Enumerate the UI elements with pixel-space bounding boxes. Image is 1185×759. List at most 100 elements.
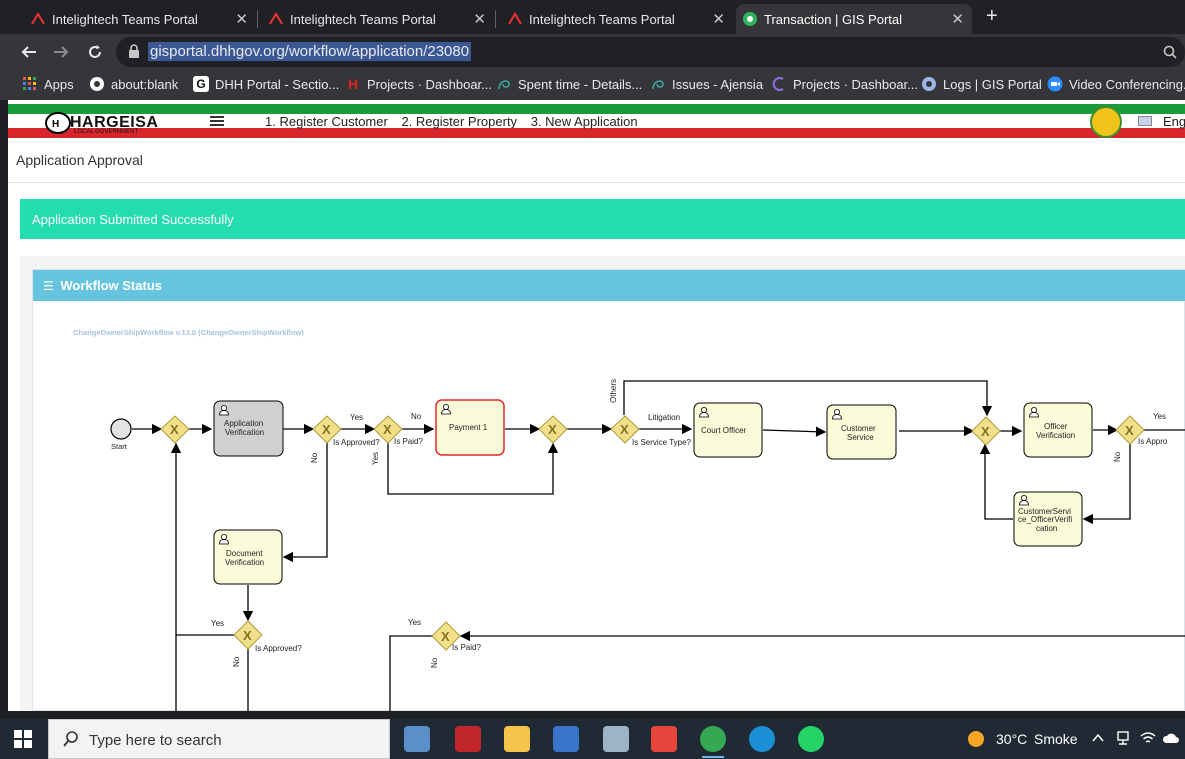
zoom-magnifier-icon[interactable] [1163, 45, 1177, 59]
start-event[interactable] [110, 418, 132, 440]
task-payment-active[interactable]: Payment 1 [435, 399, 505, 456]
store-app-icon[interactable] [553, 726, 579, 752]
task-label: Payment 1 [449, 423, 488, 432]
site-logo[interactable]: H HARGEISA LOCAL GOVERNMENT [44, 111, 158, 135]
sequence-flows [132, 380, 1185, 711]
divider [8, 182, 1185, 183]
teams-portal-favicon [508, 12, 522, 25]
bookmark-projects-1[interactable]: H Projects · Dashboar... [345, 76, 492, 92]
tab-close-icon[interactable]: ✕ [951, 11, 964, 28]
step-register-property[interactable]: 2. Register Property [401, 114, 518, 129]
wifi-icon[interactable] [1140, 731, 1156, 745]
back-arrow-icon[interactable] [20, 43, 38, 61]
url-text[interactable]: gisportal.dhhgov.org/workflow/applicatio… [148, 42, 472, 61]
weather-sun-icon[interactable] [966, 729, 986, 749]
chevron-up-icon[interactable] [1092, 733, 1104, 743]
bookmark-spent-time[interactable]: Spent time - Details... [496, 76, 642, 92]
exclusive-gateway[interactable]: X [312, 415, 342, 444]
task-label: Verification [225, 558, 264, 567]
weather-temperature[interactable]: 30°C [996, 731, 1028, 747]
browser-tab-active[interactable]: Transaction | GIS Portal ✕ [736, 4, 972, 34]
gateway-shapes: X X X X X [160, 415, 1145, 651]
exclusive-gateway[interactable]: X [233, 620, 263, 650]
task-officer-verification[interactable]: Officer Verification [1023, 402, 1093, 458]
task-customer-service-officer-verification[interactable]: CustomerServi ce_OfficerVerifi cation [1013, 491, 1083, 547]
network-icon[interactable] [1116, 730, 1130, 746]
cloud-icon[interactable] [1162, 731, 1180, 745]
task-label: Service [847, 433, 874, 442]
svg-text:X: X [981, 424, 990, 439]
workflow-status-panel: ☰ Workflow Status ChangeOwnerShipWorkflo… [32, 269, 1185, 711]
exclusive-gateway[interactable]: X [610, 415, 640, 444]
uk-flag-icon[interactable] [1138, 116, 1152, 126]
g-logo-icon: G [193, 76, 209, 92]
tab-close-icon[interactable]: ✕ [235, 11, 248, 28]
forward-arrow-icon[interactable] [52, 43, 70, 61]
bookmark-about-blank[interactable]: about:blank [89, 76, 178, 92]
task-customer-service[interactable]: Customer Service [826, 404, 897, 460]
exclusive-gateway[interactable]: X [538, 415, 568, 444]
anydesk-icon[interactable] [651, 726, 677, 752]
bookmark-projects-2[interactable]: Projects · Dashboar... [771, 76, 918, 92]
new-tab-icon[interactable]: + [986, 5, 998, 27]
flow-label-is-approved: Is Approved? [255, 644, 302, 653]
task-label: Verification [225, 428, 264, 437]
reload-icon[interactable] [86, 43, 104, 61]
language-selector[interactable]: Eng [1163, 114, 1185, 129]
bookmarks-bar: Apps about:blank G DHH Portal - Sectio..… [0, 70, 1185, 100]
notes-app-icon[interactable] [404, 726, 430, 752]
bookmark-dhh-portal[interactable]: G DHH Portal - Sectio... [193, 76, 339, 92]
flow-label-no: No [430, 657, 439, 668]
exclusive-gateway[interactable]: X [160, 415, 190, 444]
step-register-customer[interactable]: 1. Register Customer [265, 114, 388, 129]
browser-tab-2[interactable]: Intelightech Teams Portal ✕ [262, 4, 494, 34]
teams-portal-favicon [269, 12, 283, 25]
snipping-tool-icon[interactable] [603, 726, 629, 752]
flow-label-is-approved: Is Approved? [333, 438, 380, 447]
task-application-verification[interactable]: Application Verification [213, 400, 284, 457]
edge-icon[interactable] [749, 726, 775, 752]
bookmark-label: Projects · Dashboar... [793, 76, 918, 92]
weather-condition[interactable]: Smoke [1034, 731, 1078, 747]
tab-separator [257, 10, 258, 28]
file-explorer-icon[interactable] [504, 726, 530, 752]
address-bar[interactable]: gisportal.dhhgov.org/workflow/applicatio… [116, 37, 1185, 67]
exclusive-gateway[interactable]: X [373, 415, 403, 444]
bookmark-apps[interactable]: Apps [22, 76, 74, 92]
taskbar-search-box[interactable]: Type here to search [48, 719, 390, 759]
exclusive-gateway[interactable]: X [971, 416, 1001, 446]
exclusive-gateway[interactable]: X [1115, 415, 1145, 445]
web-page: H HARGEISA LOCAL GOVERNMENT 1. Register … [8, 100, 1185, 711]
task-label: Application [224, 419, 263, 428]
search-placeholder: Type here to search [89, 732, 222, 749]
bookmark-issues[interactable]: Issues - Ajensia [650, 76, 763, 92]
flow-label-is-paid: Is Paid? [452, 643, 481, 652]
windows-taskbar: Type here to search 30°C Smoke [0, 719, 1185, 759]
bookmark-label: about:blank [111, 76, 179, 92]
flow-label-is-approved: Is Appro [1138, 437, 1168, 446]
bookmark-video[interactable]: Video Conferencing... [1047, 76, 1185, 92]
windows-start-icon[interactable] [14, 730, 32, 748]
bookmark-logs[interactable]: Logs | GIS Portal [921, 76, 1042, 92]
chrome-icon[interactable] [700, 726, 726, 758]
task-document-verification[interactable]: Document Verification [213, 529, 283, 585]
exclusive-gateway[interactable]: X [431, 621, 461, 651]
hamburger-menu-icon[interactable] [210, 116, 224, 126]
tab-title: Intelightech Teams Portal [529, 11, 675, 27]
flow-label-yes: Yes [1153, 412, 1166, 421]
svg-text:X: X [620, 422, 629, 437]
step-new-application[interactable]: 3. New Application [530, 114, 638, 129]
tab-close-icon[interactable]: ✕ [473, 11, 486, 28]
search-icon [63, 731, 78, 747]
task-court-officer[interactable]: Court Officer [693, 402, 763, 458]
svg-text:X: X [1125, 423, 1134, 438]
whatsapp-icon[interactable] [798, 726, 824, 752]
globe-icon [922, 77, 936, 91]
vb-app-icon[interactable] [455, 726, 481, 752]
browser-tab-3[interactable]: Intelightech Teams Portal ✕ [501, 4, 733, 34]
tab-close-icon[interactable]: ✕ [712, 11, 725, 28]
teams-portal-favicon [31, 12, 45, 25]
registration-steps: 1. Register Customer 2. Register Propert… [265, 114, 648, 129]
browser-tab-1[interactable]: Intelightech Teams Portal ✕ [24, 4, 256, 34]
bookmark-label: Issues - Ajensia [672, 76, 764, 92]
